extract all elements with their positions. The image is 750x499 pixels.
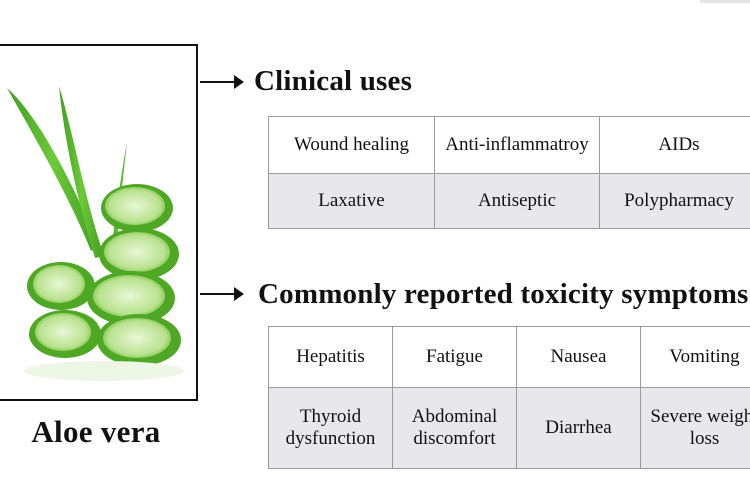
table-cell: Diarrhea bbox=[516, 387, 641, 469]
table-cell: Anti-inflammatroy bbox=[434, 116, 600, 174]
toxicity-symptoms-table: Hepatitis Fatigue Nausea Vomiting Thyroi… bbox=[268, 326, 750, 469]
clinical-uses-table: Wound healing Anti-inflammatroy AIDs Lax… bbox=[268, 116, 750, 229]
plant-caption: Aloe vera bbox=[31, 414, 161, 449]
table-cell: Nausea bbox=[516, 326, 641, 388]
aloe-vera-plant-icon bbox=[7, 86, 184, 381]
table-cell: Wound healing bbox=[268, 116, 435, 174]
table-cell: AIDs bbox=[599, 116, 750, 174]
corner-mark bbox=[700, 0, 750, 3]
table-row: Thyroid dysfunction Abdominal discomfort… bbox=[268, 387, 750, 469]
table-cell: Hepatitis bbox=[268, 326, 393, 388]
table-row: Hepatitis Fatigue Nausea Vomiting bbox=[268, 326, 750, 388]
clinical-uses-title: Clinical uses bbox=[254, 65, 413, 97]
aloe-vera-image-frame bbox=[0, 44, 198, 401]
table-cell: Thyroid dysfunction bbox=[268, 387, 393, 469]
table-cell: Polypharmacy bbox=[599, 173, 750, 229]
table-row: Laxative Antiseptic Polypharmacy bbox=[268, 173, 750, 229]
arrow-to-toxicity-icon bbox=[200, 287, 246, 301]
toxicity-symptoms-title: Commonly reported toxicity symptoms bbox=[258, 278, 749, 310]
table-cell: Abdominal discomfort bbox=[392, 387, 517, 469]
table-cell: Vomiting bbox=[640, 326, 750, 388]
table-cell: Fatigue bbox=[392, 326, 517, 388]
arrow-to-clinical-uses-icon bbox=[200, 75, 246, 89]
table-cell: Laxative bbox=[268, 173, 435, 229]
table-cell: Severe weight loss bbox=[640, 387, 750, 469]
table-cell: Antiseptic bbox=[434, 173, 600, 229]
table-row: Wound healing Anti-inflammatroy AIDs bbox=[268, 116, 750, 174]
